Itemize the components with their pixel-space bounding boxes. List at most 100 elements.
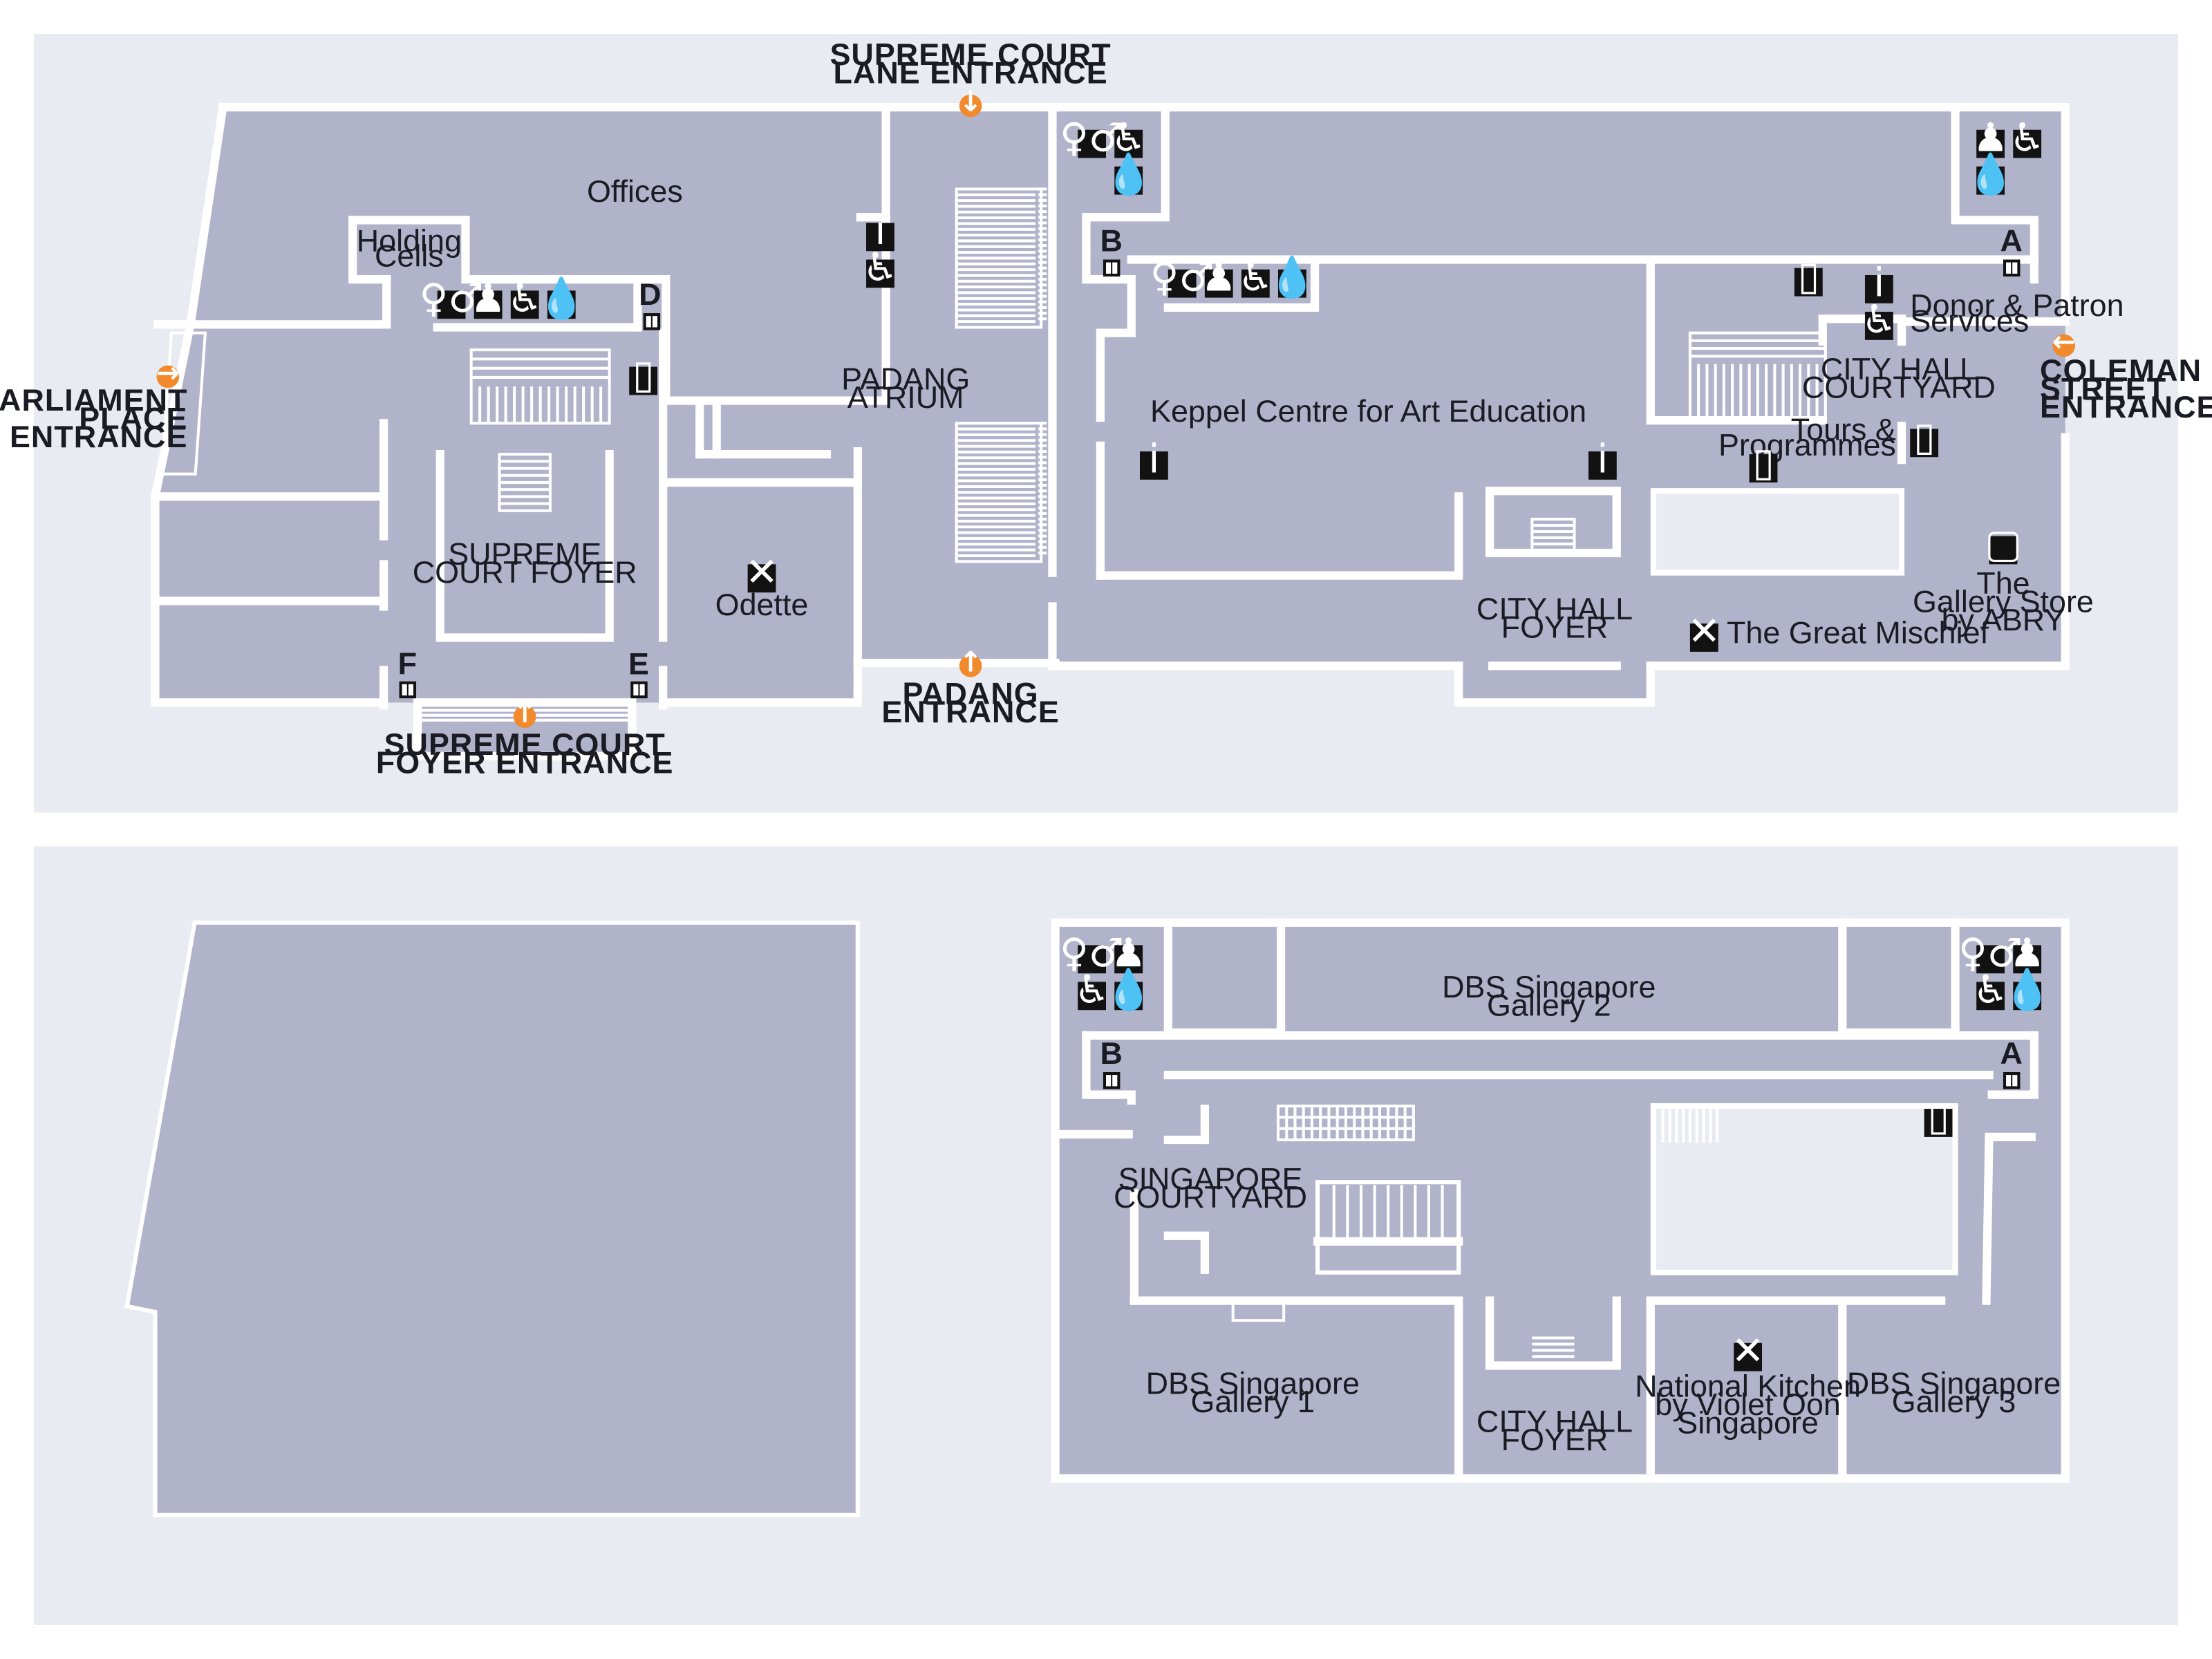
svg-text:♟: ♟: [1201, 254, 1237, 300]
wheelchair-icon[interactable]: ♿: [863, 245, 898, 290]
lift-icon[interactable]: [2003, 1072, 2021, 1089]
lift-icon[interactable]: [643, 313, 661, 330]
svg-text:♿: ♿: [1862, 297, 1897, 343]
wheelchair-icon[interactable]: ♿: [507, 276, 543, 321]
svg-text:♟: ♟: [1111, 930, 1146, 976]
audio-guide-icon[interactable]: ▯: [629, 352, 658, 397]
info-icon[interactable]: i: [1588, 437, 1617, 482]
svg-text:♿: ♿: [1973, 967, 2008, 1013]
baby-care-icon[interactable]: ♟: [1111, 930, 1146, 976]
water-drop-icon[interactable]: 💧: [537, 276, 586, 321]
baby-care-icon[interactable]: ♟: [2009, 930, 2045, 976]
lower-left-block: [124, 920, 860, 1517]
dining-icon[interactable]: ✕: [745, 550, 778, 595]
water-drop-icon[interactable]: 💧: [1966, 151, 2015, 197]
entrance-arrow-icon[interactable]: →: [156, 356, 180, 389]
svg-text:💧: 💧: [1104, 151, 1153, 197]
audio-guide-icon[interactable]: ▯: [1749, 440, 1778, 485]
toilets-icon[interactable]: ♀♂: [1150, 254, 1215, 300]
dining-icon[interactable]: ✕: [1687, 609, 1721, 655]
toilets-icon[interactable]: ♀♂: [1060, 115, 1124, 160]
toilets-icon[interactable]: ♀♂: [1060, 930, 1124, 976]
atrium-stair-treads: [956, 187, 1047, 557]
shopping-bag-icon[interactable]: ▢: [1985, 521, 2022, 567]
svg-text:i: i: [1873, 261, 1884, 306]
svg-text:♿: ♿: [507, 276, 543, 321]
lift-e-label: E: [628, 646, 650, 682]
svg-text:✕: ✕: [745, 550, 778, 595]
lift-icon[interactable]: [630, 681, 648, 699]
lift-icon[interactable]: [2003, 259, 2021, 276]
lift-icon[interactable]: [399, 681, 417, 699]
entrance-arrow-icon[interactable]: ↑: [513, 696, 536, 729]
svg-text:♀♂: ♀♂: [420, 276, 484, 321]
svg-text:▯: ▯: [632, 352, 654, 397]
svg-text:♟: ♟: [1973, 115, 2008, 160]
water-drop-icon[interactable]: 💧: [1104, 151, 1153, 197]
water-drop-icon[interactable]: 💧: [1104, 967, 1153, 1013]
svg-text:↓: ↓: [959, 85, 982, 118]
audio-guide-icon[interactable]: ▯: [1924, 1094, 1953, 1140]
audio-guide-icon[interactable]: ▯: [1910, 414, 1939, 460]
room-donor-patron: Donor & PatronServices: [1910, 288, 2124, 338]
svg-text:♿: ♿: [1074, 967, 1109, 1013]
lift-icon[interactable]: [1103, 259, 1121, 276]
room-holding-cells: HoldingCells: [357, 223, 462, 273]
svg-text:♟: ♟: [471, 276, 506, 321]
entrance-arrow-icon[interactable]: ←: [2052, 325, 2076, 358]
wheelchair-icon[interactable]: ♿: [1074, 967, 1109, 1013]
room-odette: Odette: [715, 587, 809, 622]
toilets-icon[interactable]: ♀♂: [420, 276, 484, 321]
info-icon[interactable]: i: [1864, 261, 1893, 306]
water-drop-icon[interactable]: 💧: [1268, 254, 1317, 300]
baby-care-icon[interactable]: ♟: [471, 276, 506, 321]
lift-a-label: A: [2000, 223, 2023, 258]
svg-text:♀♂: ♀♂: [1958, 930, 2023, 976]
info-icon[interactable]: i: [866, 208, 894, 254]
dining-icon[interactable]: ✕: [1732, 1328, 1765, 1374]
svg-text:♿: ♿: [2009, 115, 2045, 160]
wheelchair-icon[interactable]: ♿: [1111, 115, 1146, 160]
lift-d-label: D: [639, 276, 662, 312]
lift-b-label-lower: B: [1100, 1035, 1123, 1071]
baby-care-icon[interactable]: ♟: [1973, 115, 2008, 160]
svg-text:▯: ▯: [1927, 1094, 1949, 1140]
audio-guide-icon[interactable]: ▯: [1794, 253, 1823, 299]
svg-text:♀♂: ♀♂: [1060, 930, 1124, 976]
lift-a-label-lower: A: [2000, 1035, 2023, 1071]
room-keppel-centre: Keppel Centre for Art Education: [1150, 393, 1586, 429]
wheelchair-icon[interactable]: ♿: [1238, 254, 1273, 300]
info-icon[interactable]: i: [1139, 437, 1168, 482]
wheelchair-icon[interactable]: ♿: [1973, 967, 2008, 1013]
svg-text:💧: 💧: [1104, 967, 1153, 1013]
svg-text:↑: ↑: [513, 696, 536, 729]
baby-care-icon[interactable]: ♟: [1201, 254, 1237, 300]
entrance-arrow-icon[interactable]: ↑: [959, 645, 982, 678]
svg-text:↑: ↑: [959, 645, 982, 678]
wheelchair-icon[interactable]: ♿: [1862, 297, 1897, 343]
toilets-icon[interactable]: ♀♂: [1958, 930, 2023, 976]
svg-text:←: ←: [2052, 325, 2076, 358]
svg-text:▯: ▯: [1913, 414, 1935, 460]
lift-icon[interactable]: [1103, 1072, 1121, 1089]
svg-text:💧: 💧: [2003, 967, 2052, 1013]
lower-stair-treads: [1277, 1106, 1719, 1358]
entrance-arrow-icon[interactable]: ↓: [959, 85, 982, 118]
room-offices: Offices: [587, 174, 683, 209]
wheelchair-icon[interactable]: ♿: [2009, 115, 2045, 160]
water-drop-icon[interactable]: 💧: [2003, 967, 2052, 1013]
svg-text:💧: 💧: [1966, 151, 2015, 197]
